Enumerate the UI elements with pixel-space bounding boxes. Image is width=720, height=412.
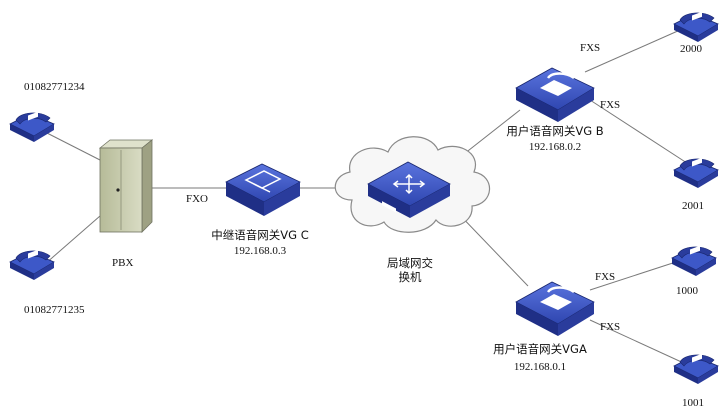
vg-a-port-label-2: FXS <box>600 321 621 333</box>
phone-left-bottom-icon <box>9 249 55 280</box>
phone-number-1000: 1000 <box>676 285 698 297</box>
phone-number-left-bottom: 01082771235 <box>24 304 85 316</box>
link-vga-1000 <box>589 259 683 291</box>
link-switch-vga <box>454 209 529 287</box>
switch-label-line1: 局域网交 <box>387 256 433 270</box>
vg-c-name: 中继语音网关VG C <box>211 228 309 242</box>
vg-b-port-label-2: FXS <box>600 99 621 111</box>
phone-number-2001: 2001 <box>682 200 704 212</box>
phone-number-left-top: 01082771234 <box>24 81 85 93</box>
link-vgb-2001 <box>589 99 691 166</box>
link-phone-left-top-pbx <box>44 131 101 161</box>
phone-icons <box>9 11 719 384</box>
link-vgb-2000 <box>584 29 681 73</box>
link-vga-1001 <box>589 319 689 366</box>
pbx-cabinet <box>98 139 154 233</box>
vg-a-ip: 192.168.0.1 <box>513 361 567 373</box>
phone-2001-icon <box>673 157 719 188</box>
link-phone-left-bottom-pbx <box>44 215 101 265</box>
vg-c-ip: 192.168.0.3 <box>233 245 287 257</box>
phone-number-2000: 2000 <box>680 43 702 55</box>
phone-2000-icon <box>673 11 719 42</box>
vg-b-port-label-1: FXS <box>580 42 601 54</box>
vg-b-device <box>515 67 595 122</box>
phone-left-top-icon <box>9 111 55 142</box>
phone-1000-icon <box>671 245 717 276</box>
vg-a-device <box>515 281 595 336</box>
vg-c-port-label: FXO <box>186 193 209 205</box>
vg-c-device <box>225 163 301 216</box>
vg-a-port-label-1: FXS <box>595 271 616 283</box>
pbx-label: PBX <box>112 257 134 269</box>
vg-a-name: 用户语音网关VGA <box>493 342 587 356</box>
vg-b-ip: 192.168.0.2 <box>528 141 582 153</box>
lan-switch-device <box>367 161 451 218</box>
switch-label-line2: 换机 <box>398 270 422 284</box>
vg-b-name: 用户语音网关VG B <box>506 124 604 138</box>
phone-number-1001: 1001 <box>682 397 704 409</box>
phone-1001-icon <box>673 353 719 384</box>
